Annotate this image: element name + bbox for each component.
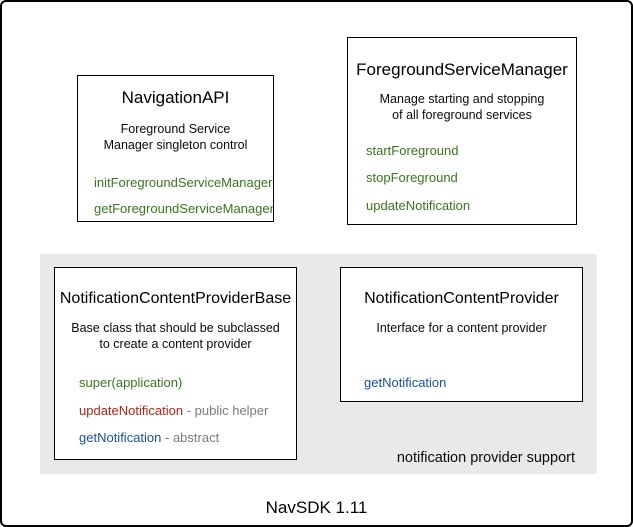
method-name: getNotification (364, 375, 447, 390)
method-initforegroundservicemanager: initForegroundServiceManager (94, 175, 272, 190)
class-box-navigation-api: NavigationAPI Foreground Service Manager… (77, 75, 274, 222)
class-description-navigation-api: Foreground Service Manager singleton con… (78, 121, 273, 153)
class-title-notification-content-provider: NotificationContentProvider (364, 290, 559, 307)
class-title-navigation-api: NavigationAPI (121, 88, 230, 107)
method-name: super(application) (79, 375, 183, 390)
description-line: Base class that should be subclassed (71, 321, 280, 335)
description-line: Foreground Service (120, 122, 231, 136)
description-line: to create a content provider (99, 337, 252, 351)
method-getforegroundservicemanager: getForegroundServiceManager (94, 201, 274, 216)
method-name: updateNotification (366, 198, 471, 213)
method-name: getNotification (79, 430, 162, 445)
panel-label: notification provider support (396, 450, 575, 466)
method-name: startForeground (366, 143, 459, 158)
method-name: getForegroundServiceManager (94, 201, 274, 216)
method-name: updateNotification (79, 403, 184, 418)
method-startforeground: startForeground (366, 143, 459, 158)
method-name: initForegroundServiceManager (94, 175, 273, 190)
method-name: stopForeground (366, 170, 458, 185)
class-description-foreground-service-manager: Manage starting and stopping of all fore… (348, 91, 576, 123)
class-title-foreground-service-manager: ForegroundServiceManager (356, 60, 568, 79)
description-line: Manager singleton control (103, 138, 248, 152)
method-updatenotification-helper: updateNotification - public helper (79, 403, 268, 418)
method-super-application: super(application) (79, 375, 182, 390)
class-box-notification-content-provider: NotificationContentProvider Interface fo… (340, 267, 583, 402)
class-box-foreground-service-manager: ForegroundServiceManager Manage starting… (347, 37, 577, 225)
class-description-notification-content-provider: Interface for a content provider (341, 320, 582, 336)
method-updatenotification: updateNotification (366, 198, 470, 213)
class-description-notification-content-provider-base: Base class that should be subclassed to … (55, 320, 296, 352)
description-line: Manage starting and stopping (379, 92, 545, 106)
class-box-notification-content-provider-base: NotificationContentProviderBase Base cla… (54, 267, 297, 460)
footer-version-label: NavSDK 1.11 (265, 498, 368, 517)
method-getnotification: getNotification (364, 375, 446, 390)
class-title-notification-content-provider-base: NotificationContentProviderBase (59, 290, 292, 307)
method-note: - public helper (183, 403, 269, 418)
description-line: of all foreground services (392, 108, 532, 122)
method-stopforeground: stopForeground (366, 170, 458, 185)
method-getnotification-abstract: getNotification - abstract (79, 430, 219, 445)
description-line: Interface for a content provider (376, 321, 547, 335)
method-note: - abstract (161, 430, 220, 445)
